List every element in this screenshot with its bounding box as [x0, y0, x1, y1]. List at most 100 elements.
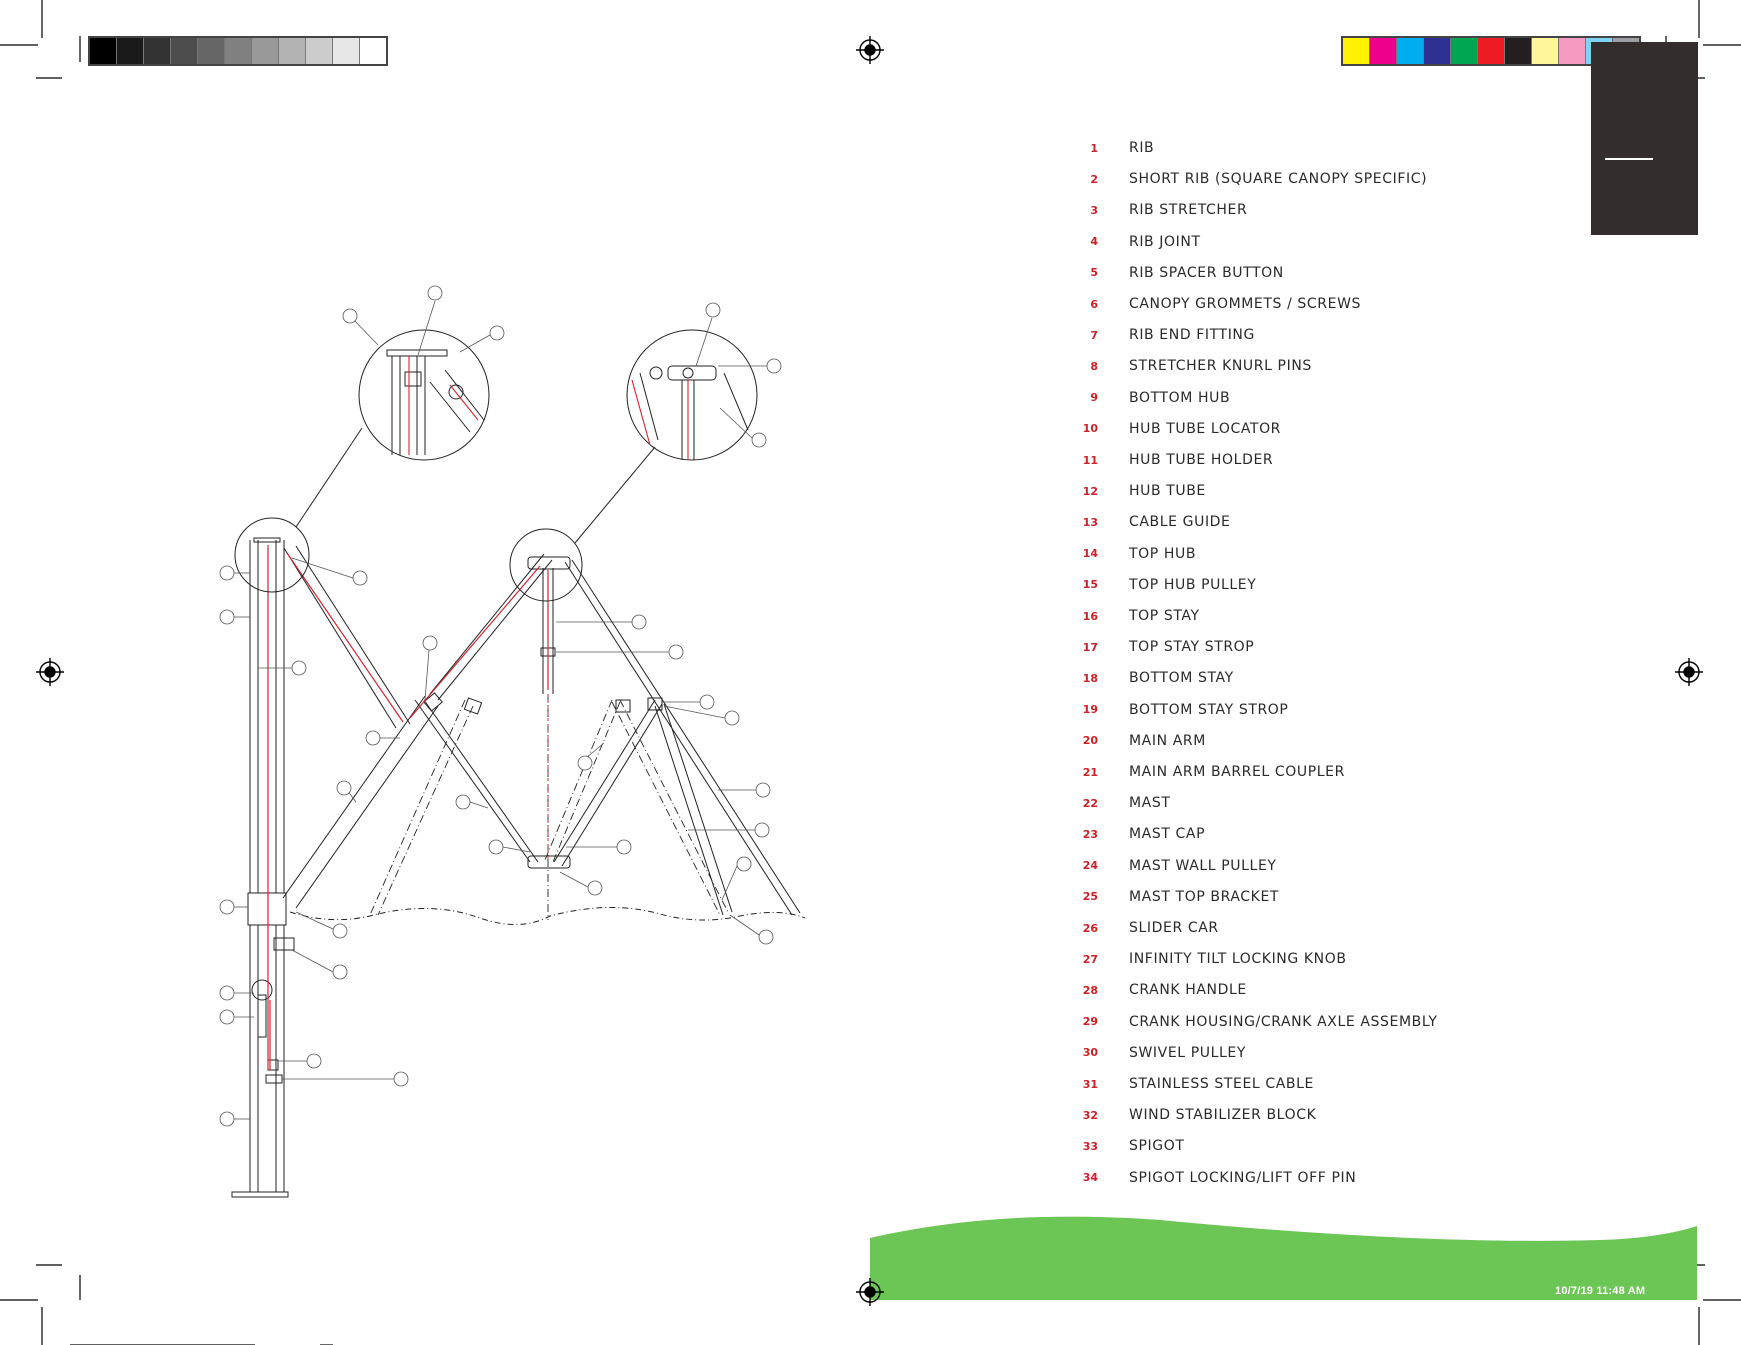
legend-item-label: SLIDER CAR	[1129, 920, 1219, 936]
legend-item-number: 4	[1090, 235, 1098, 249]
legend-item-label: MAST CAP	[1129, 826, 1206, 843]
legend-item-label: SWIVEL PULLEY	[1129, 1044, 1247, 1061]
legend-item-number: 5	[1090, 266, 1098, 280]
legend-item-label: TOP STAY STROP	[1129, 639, 1255, 656]
legend-item-label: TOP STAY	[1129, 608, 1200, 624]
legend-item-label: RIB	[1129, 140, 1155, 156]
legend-item-label: STAINLESS STEEL CABLE	[1129, 1076, 1314, 1092]
legend-item-number: 22	[1082, 796, 1098, 810]
legend-item-label: RIB END FITTING	[1129, 327, 1255, 344]
legend-item-number: 12	[1082, 484, 1098, 498]
grayscale-swatch	[171, 38, 198, 64]
legend-item: 8 STRETCHER KNURL PINS	[1078, 355, 1311, 377]
legend-item: 4 RIB JOINT	[1078, 231, 1200, 253]
grayscale-swatch	[333, 38, 360, 64]
grayscale-swatch	[360, 38, 386, 64]
legend-item-label: BOTTOM STAY STROP	[1129, 701, 1289, 718]
legend-item-number: 6	[1090, 297, 1098, 311]
legend-item: 5 RIB SPACER BUTTON	[1078, 262, 1283, 284]
legend-item-number: 21	[1082, 765, 1098, 779]
legend-item-number: 34	[1082, 1171, 1098, 1185]
legend-item-number: 24	[1082, 859, 1098, 873]
chapter-tab	[1591, 42, 1698, 235]
legend-item-label: RIB SPACER BUTTON	[1129, 264, 1284, 281]
legend-item-label: STRETCHER KNURL PINS	[1129, 358, 1312, 375]
legend-item-label: INFINITY TILT LOCKING KNOB	[1129, 951, 1347, 968]
legend-item-number: 1	[1090, 141, 1098, 155]
legend-item-label: TOP HUB	[1129, 545, 1197, 562]
legend-item-number: 8	[1090, 359, 1098, 373]
legend-item: 6 CANOPY GROMMETS / SCREWS	[1078, 293, 1360, 315]
grayscale-swatch	[117, 38, 144, 64]
process-color-swatch	[1532, 38, 1559, 64]
grayscale-swatch	[90, 38, 117, 64]
legend-item-label: RIB STRETCHER	[1129, 202, 1248, 219]
grayscale-swatch	[306, 38, 333, 64]
legend-item-number: 3	[1090, 203, 1098, 217]
process-color-swatch	[1343, 38, 1370, 64]
process-color-swatch	[1451, 38, 1478, 64]
legend-item-label: MAST TOP BRACKET	[1129, 888, 1280, 905]
legend-item-number: 11	[1082, 453, 1098, 467]
legend-item-number: 9	[1090, 391, 1098, 405]
process-color-swatch	[1559, 38, 1586, 64]
legend-item-number: 17	[1082, 640, 1098, 654]
legend-item-number: 29	[1082, 1015, 1098, 1029]
legend-item-label: SPIGOT	[1129, 1138, 1185, 1155]
legend-item: 17 TOP STAY STROP	[1078, 636, 1254, 658]
legend-item-label: MAIN ARM	[1129, 732, 1206, 749]
legend-item-number: 23	[1082, 827, 1098, 841]
process-color-swatch	[1424, 38, 1451, 64]
legend-item: 19 BOTTOM STAY STROP	[1078, 699, 1288, 721]
process-color-bar	[1341, 36, 1641, 66]
legend-item-label: WIND STABILIZER BLOCK	[1129, 1107, 1317, 1124]
tab-dash	[1605, 158, 1653, 160]
legend-item: 7 RIB END FITTING	[1078, 324, 1254, 346]
grayscale-swatch	[225, 38, 252, 64]
legend-item-label: MAST WALL PULLEY	[1129, 857, 1277, 874]
legend-item: 23 MAST CAP	[1078, 823, 1205, 845]
legend-item-label: BOTTOM STAY	[1129, 670, 1234, 687]
legend-item-label: CRANK HANDLE	[1129, 982, 1247, 999]
process-color-swatch	[1505, 38, 1532, 64]
legend-item: 18 BOTTOM STAY	[1078, 667, 1233, 689]
grayscale-color-bar	[88, 36, 388, 66]
process-color-swatch	[1370, 38, 1397, 64]
legend-item-label: CANOPY GROMMETS / SCREWS	[1129, 296, 1362, 312]
grayscale-swatch	[198, 38, 225, 64]
legend-item-number: 33	[1082, 1139, 1098, 1153]
legend-item-number: 19	[1082, 703, 1098, 717]
legend-item-label: TOP HUB PULLEY	[1129, 576, 1257, 593]
legend-item: 3 RIB STRETCHER	[1078, 199, 1246, 221]
legend-item-number: 20	[1082, 734, 1098, 748]
legend-item-number: 13	[1082, 515, 1098, 529]
legend-item: 16 TOP STAY	[1078, 605, 1199, 627]
legend-item-number: 32	[1082, 1108, 1098, 1122]
legend-item: 33 SPIGOT	[1078, 1135, 1184, 1157]
legend-item-label: SHORT RIB (SQUARE CANOPY SPECIFIC)	[1129, 171, 1428, 188]
legend-item-number: 7	[1090, 328, 1098, 342]
legend-item-number: 14	[1082, 547, 1098, 561]
legend-item-number: 16	[1082, 609, 1098, 623]
print-timestamp: 10/7/19 11:48 AM	[1555, 1285, 1646, 1297]
grayscale-swatch	[279, 38, 306, 64]
legend-item: 15 TOP HUB PULLEY	[1078, 574, 1256, 596]
legend-item: 32 WIND STABILIZER BLOCK	[1078, 1104, 1316, 1126]
grayscale-swatch	[252, 38, 279, 64]
legend-item: 20 MAIN ARM	[1078, 730, 1206, 752]
legend-item-number: 18	[1082, 671, 1098, 685]
legend-item-label: RIB JOINT	[1129, 233, 1201, 250]
legend-item-number: 15	[1082, 578, 1098, 592]
